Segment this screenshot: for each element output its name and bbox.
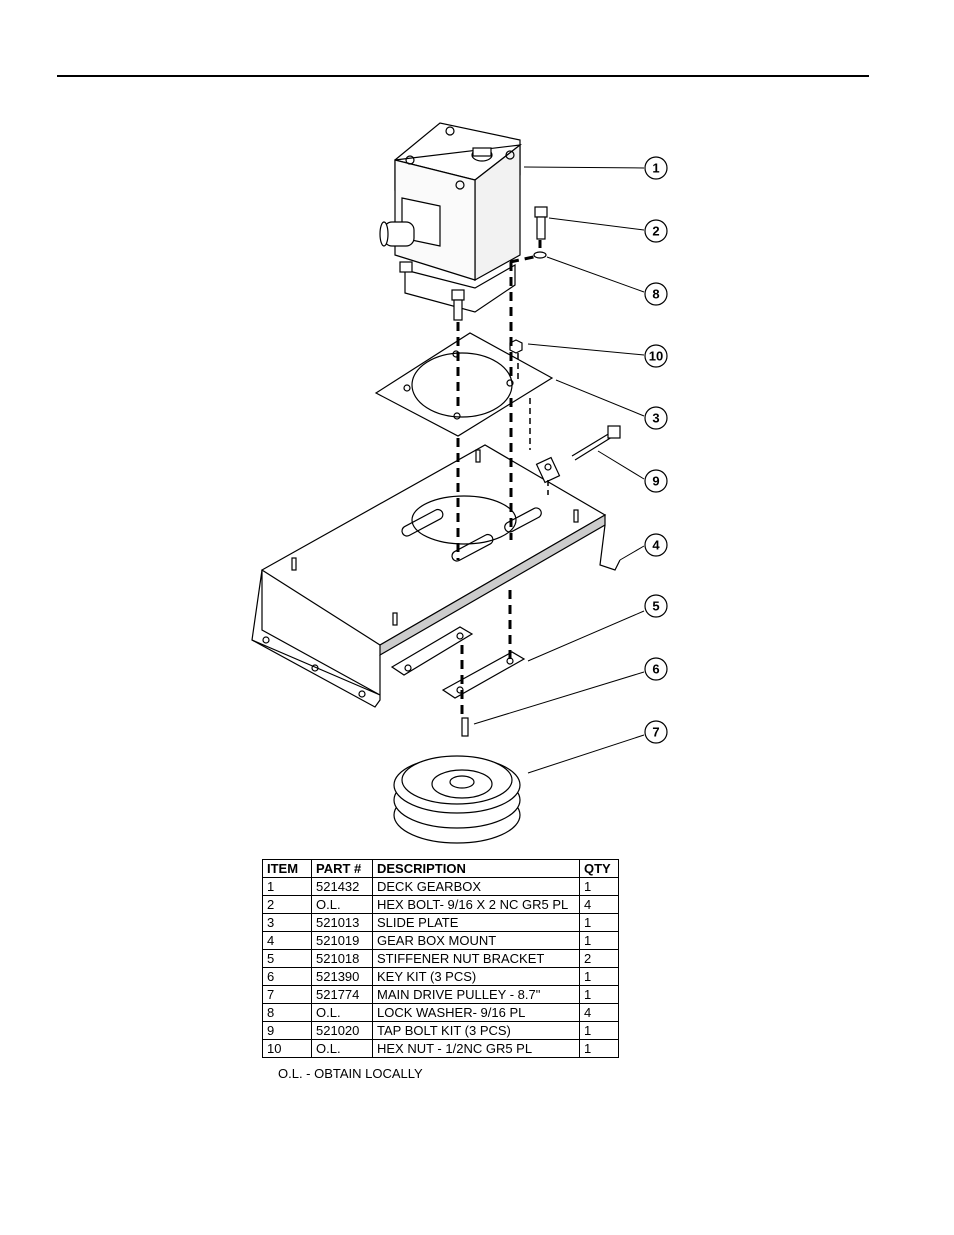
balloon-5: 5 xyxy=(644,594,668,618)
cell-part-number: 521774 xyxy=(311,985,373,1004)
svg-text:3: 3 xyxy=(652,411,659,426)
cell-part-number: 521013 xyxy=(311,913,373,932)
footnote: O.L. - OBTAIN LOCALLY xyxy=(278,1066,423,1081)
balloon-10: 10 xyxy=(644,344,668,368)
cell-part-number: O.L. xyxy=(311,895,373,914)
header-qty: QTY xyxy=(579,859,619,878)
gear-box-mount-drawing xyxy=(251,444,621,708)
cell-qty: 2 xyxy=(579,949,619,968)
balloon-7: 7 xyxy=(644,720,668,744)
cell-description: LOCK WASHER- 9/16 PL xyxy=(372,1003,580,1022)
cell-part-number: O.L. xyxy=(311,1039,373,1058)
table-row: 4 521019 GEAR BOX MOUNT 1 xyxy=(262,931,619,950)
balloon-3: 3 xyxy=(644,406,668,430)
cell-qty: 1 xyxy=(579,1039,619,1058)
header-description: DESCRIPTION xyxy=(372,859,580,878)
lock-washer-drawing xyxy=(533,251,547,259)
header-item: ITEM xyxy=(262,859,312,878)
cell-part-number: 521390 xyxy=(311,967,373,986)
alignment-lines xyxy=(456,240,542,717)
cell-description: SLIDE PLATE xyxy=(372,913,580,932)
parts-table: ITEM PART # DESCRIPTION QTY 1 521432 DEC… xyxy=(262,859,619,1058)
cell-item: 9 xyxy=(262,1021,312,1040)
cell-qty: 1 xyxy=(579,1021,619,1040)
cell-description: KEY KIT (3 PCS) xyxy=(372,967,580,986)
svg-text:6: 6 xyxy=(652,662,659,677)
balloon-4: 4 xyxy=(644,533,668,557)
header-part-number: PART # xyxy=(311,859,373,878)
hex-nut-drawing xyxy=(509,339,523,354)
table-row: 2 O.L. HEX BOLT- 9/16 X 2 NC GR5 PL 4 xyxy=(262,895,619,914)
svg-text:5: 5 xyxy=(652,599,659,614)
pulley-drawing xyxy=(393,755,521,844)
svg-text:8: 8 xyxy=(652,287,659,302)
table-row: 10 O.L. HEX NUT - 1/2NC GR5 PL 1 xyxy=(262,1039,619,1058)
table-row: 7 521774 MAIN DRIVE PULLEY - 8.7" 1 xyxy=(262,985,619,1004)
balloon-9: 9 xyxy=(644,469,668,493)
stiffener-bracket-drawing xyxy=(390,626,526,699)
cell-qty: 1 xyxy=(579,967,619,986)
cell-qty: 1 xyxy=(579,931,619,950)
header-rule xyxy=(57,75,869,77)
tap-bolt-drawing xyxy=(571,425,621,461)
cell-item: 4 xyxy=(262,931,312,950)
table-row: 5 521018 STIFFENER NUT BRACKET 2 xyxy=(262,949,619,968)
leader-lines xyxy=(473,166,645,774)
cell-item: 5 xyxy=(262,949,312,968)
table-row: 9 521020 TAP BOLT KIT (3 PCS) 1 xyxy=(262,1021,619,1040)
cell-description: HEX NUT - 1/2NC GR5 PL xyxy=(372,1039,580,1058)
cell-item: 7 xyxy=(262,985,312,1004)
table-row: 6 521390 KEY KIT (3 PCS) 1 xyxy=(262,967,619,986)
cell-part-number: 521018 xyxy=(311,949,373,968)
svg-text:2: 2 xyxy=(652,224,659,239)
cell-item: 10 xyxy=(262,1039,312,1058)
cell-qty: 4 xyxy=(579,1003,619,1022)
cell-description: DECK GEARBOX xyxy=(372,877,580,896)
cell-part-number: 521019 xyxy=(311,931,373,950)
cell-qty: 4 xyxy=(579,895,619,914)
cell-item: 2 xyxy=(262,895,312,914)
cell-description: TAP BOLT KIT (3 PCS) xyxy=(372,1021,580,1040)
cell-qty: 1 xyxy=(579,913,619,932)
table-row: 3 521013 SLIDE PLATE 1 xyxy=(262,913,619,932)
key-drawing xyxy=(461,717,469,737)
cell-item: 6 xyxy=(262,967,312,986)
cell-description: MAIN DRIVE PULLEY - 8.7" xyxy=(372,985,580,1004)
svg-text:9: 9 xyxy=(652,474,659,489)
svg-text:7: 7 xyxy=(652,725,659,740)
cell-item: 8 xyxy=(262,1003,312,1022)
hex-bolt-drawing xyxy=(534,206,548,240)
exploded-parts-diagram: 1 2 8 10 3 9 4 5 6 7 xyxy=(251,122,668,844)
svg-text:4: 4 xyxy=(652,538,660,553)
cell-item: 3 xyxy=(262,913,312,932)
gearbox-drawing xyxy=(379,122,523,321)
balloon-1: 1 xyxy=(644,156,668,180)
cell-item: 1 xyxy=(262,877,312,896)
svg-text:1: 1 xyxy=(652,161,659,176)
table-row: 8 O.L. LOCK WASHER- 9/16 PL 4 xyxy=(262,1003,619,1022)
svg-text:10: 10 xyxy=(649,349,663,364)
balloon-2: 2 xyxy=(644,219,668,243)
cell-part-number: 521020 xyxy=(311,1021,373,1040)
parts-table-header: ITEM PART # DESCRIPTION QTY xyxy=(262,859,619,878)
balloon-8: 8 xyxy=(644,282,668,306)
cell-part-number: O.L. xyxy=(311,1003,373,1022)
slide-plate-drawing xyxy=(374,332,554,437)
cell-description: GEAR BOX MOUNT xyxy=(372,931,580,950)
cell-part-number: 521432 xyxy=(311,877,373,896)
cell-qty: 1 xyxy=(579,985,619,1004)
balloon-6: 6 xyxy=(644,657,668,681)
cell-qty: 1 xyxy=(579,877,619,896)
table-row: 1 521432 DECK GEARBOX 1 xyxy=(262,877,619,896)
cell-description: STIFFENER NUT BRACKET xyxy=(372,949,580,968)
cell-description: HEX BOLT- 9/16 X 2 NC GR5 PL xyxy=(372,895,580,914)
